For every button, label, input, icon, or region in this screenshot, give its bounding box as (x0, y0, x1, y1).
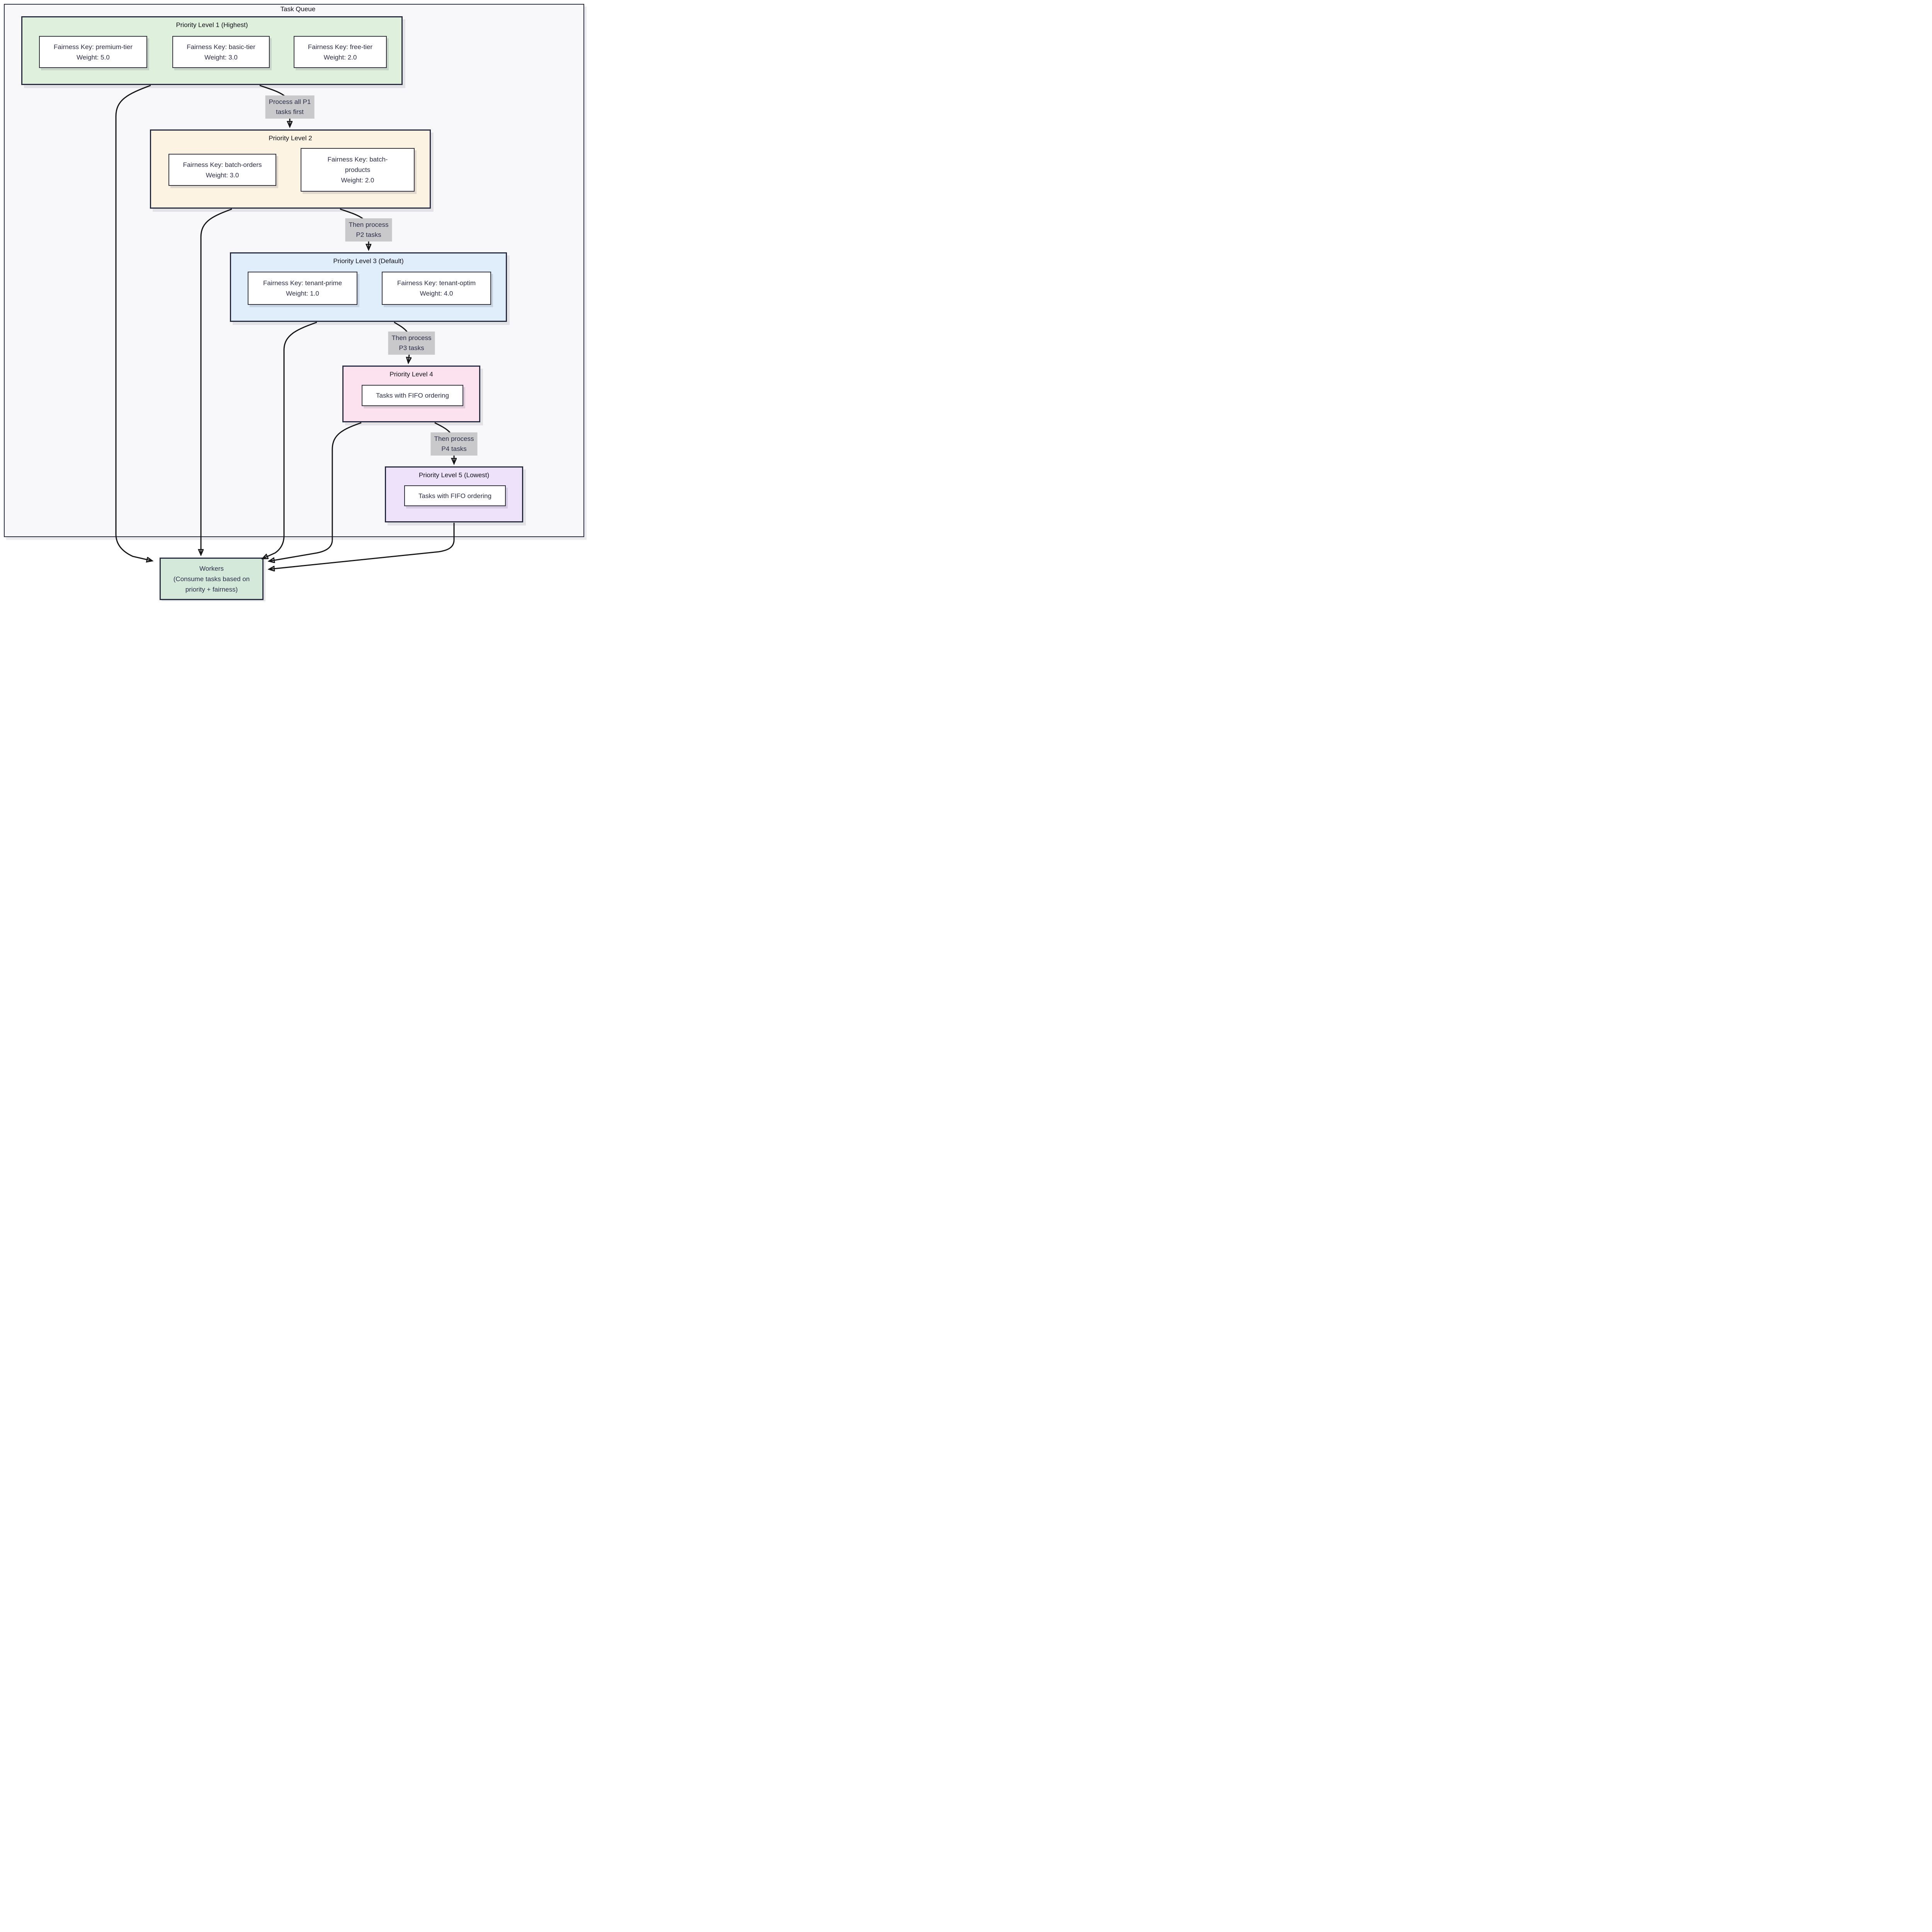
cluster-priority-5-title: Priority Level 5 (Lowest) (418, 471, 490, 479)
workers-line: Workers (199, 565, 224, 572)
workers-node: Workers (Consume tasks based on priority… (160, 558, 264, 600)
cluster-priority-1: Priority Level 1 (Highest) Fairness Key:… (21, 16, 403, 85)
cluster-priority-2-title: Priority Level 2 (269, 134, 312, 142)
node-line: Tasks with FIFO ordering (376, 392, 449, 399)
node-line: Fairness Key: premium-tier (53, 43, 133, 51)
node-p5-fifo: Tasks with FIFO ordering (404, 485, 506, 506)
edge-label-p2-p3: Then process P2 tasks (345, 218, 392, 242)
node-line: Weight: 3.0 (204, 53, 238, 61)
node-line: Fairness Key: tenant-prime (263, 279, 342, 287)
diagram-canvas: Task Queue Priority Level 1 (Highest) Fa… (0, 0, 596, 601)
node-tenant-prime: Fairness Key: tenant-prime Weight: 1.0 (248, 272, 357, 305)
node-tenant-optim: Fairness Key: tenant-optim Weight: 4.0 (382, 272, 491, 305)
node-line: products (345, 166, 371, 173)
cluster-priority-2: Priority Level 2 Fairness Key: batch-ord… (150, 129, 431, 209)
node-batch-products: Fairness Key: batch- products Weight: 2.… (301, 148, 415, 192)
workers-line: priority + fairness) (185, 585, 238, 593)
cluster-priority-4-title: Priority Level 4 (389, 371, 433, 378)
node-line: Fairness Key: free-tier (308, 43, 373, 51)
node-line: Fairness Key: tenant-optim (397, 279, 476, 287)
cluster-priority-3: Priority Level 3 (Default) Fairness Key:… (230, 252, 507, 322)
node-line: Fairness Key: batch- (327, 156, 388, 163)
cluster-priority-5: Priority Level 5 (Lowest) Tasks with FIF… (385, 466, 523, 522)
edge-label-p4-p5: Then process P4 tasks (430, 432, 478, 456)
cluster-priority-4: Priority Level 4 Tasks with FIFO orderin… (342, 366, 480, 422)
node-line: Fairness Key: batch-orders (183, 161, 262, 168)
node-line: Fairness Key: basic-tier (187, 43, 255, 51)
edge-label-p3-p4: Then process P3 tasks (388, 332, 435, 355)
node-basic-tier: Fairness Key: basic-tier Weight: 3.0 (172, 36, 270, 68)
node-line: Weight: 1.0 (286, 290, 319, 297)
node-line: Weight: 4.0 (420, 290, 453, 297)
node-batch-orders: Fairness Key: batch-orders Weight: 3.0 (168, 154, 276, 186)
node-free-tier: Fairness Key: free-tier Weight: 2.0 (294, 36, 387, 68)
node-line: Weight: 3.0 (206, 171, 239, 179)
workers-line: (Consume tasks based on (173, 575, 250, 583)
node-p4-fifo: Tasks with FIFO ordering (362, 385, 463, 406)
node-line: Tasks with FIFO ordering (418, 492, 492, 500)
cluster-priority-1-title: Priority Level 1 (Highest) (176, 21, 248, 29)
node-line: Weight: 2.0 (323, 53, 357, 61)
diagram-title: Task Queue (280, 5, 316, 13)
node-premium-tier: Fairness Key: premium-tier Weight: 5.0 (39, 36, 147, 68)
edge-label-p1-p2: Process all P1 tasks first (265, 95, 315, 119)
node-line: Weight: 5.0 (77, 53, 110, 61)
node-line: Weight: 2.0 (341, 177, 374, 184)
cluster-priority-3-title: Priority Level 3 (Default) (333, 257, 404, 265)
